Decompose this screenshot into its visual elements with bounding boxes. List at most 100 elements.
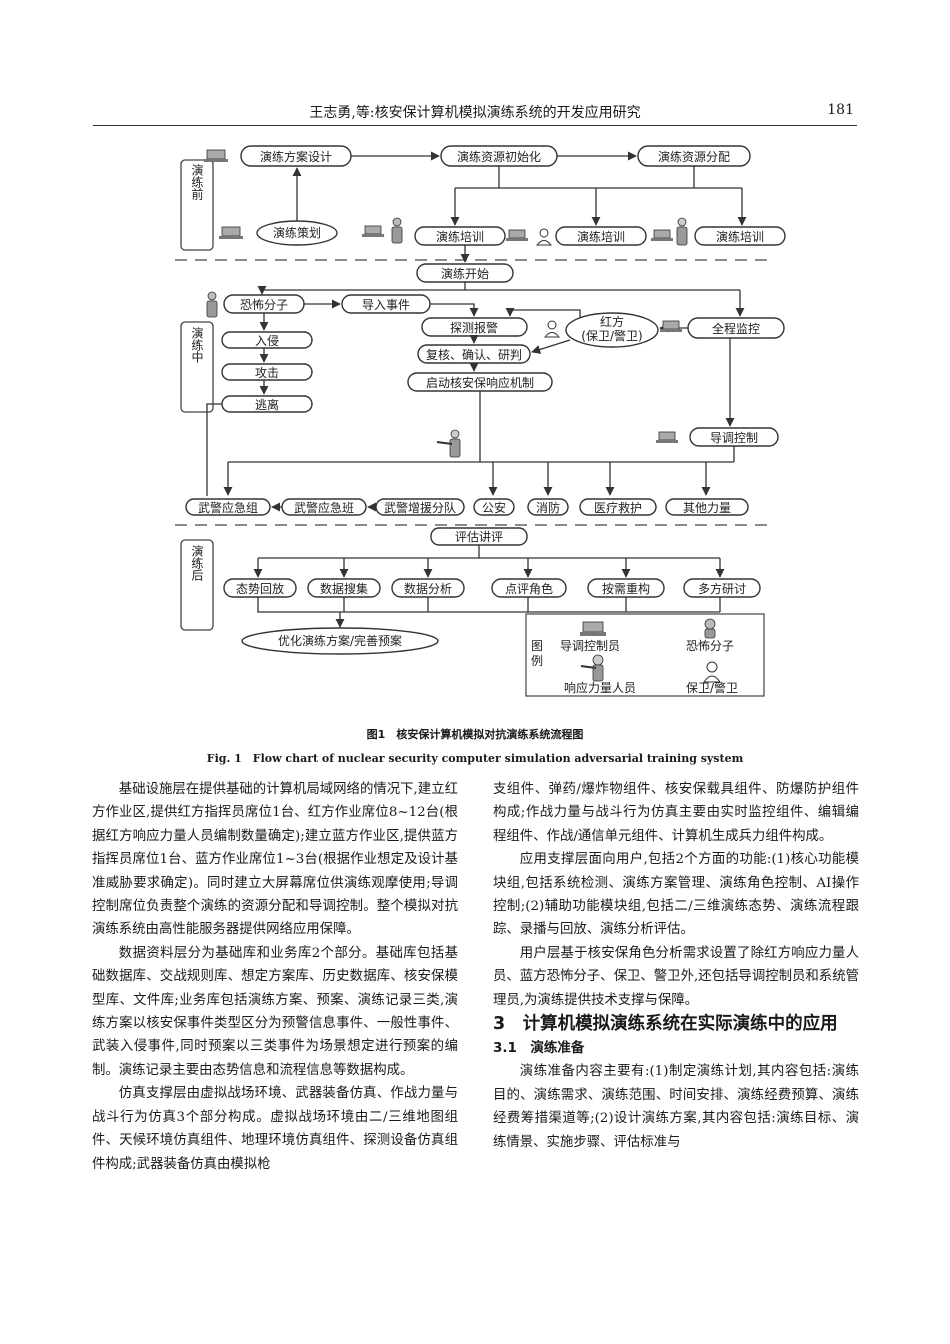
controller-icon: [362, 225, 384, 237]
subsection-title: 3.1 演练准备: [493, 1040, 585, 1057]
responder-icon: [436, 429, 461, 458]
node-training-3: [694, 226, 786, 246]
legend-controller-icon: [580, 621, 606, 636]
paragraph-simulation-cont: 支组件、弹药/爆炸物组件、核安保载具组件、防爆防护组件构成;作战力量与战斗行为仿…: [493, 782, 859, 844]
paragraph-user-layer: 用户层基于核安保角色分析需求设置了除红方响应力量人员、蓝方恐怖分子、保卫、警卫外…: [493, 945, 859, 1008]
node-invade: [221, 331, 313, 349]
header-rule: [93, 125, 857, 126]
stage-during-box: [180, 321, 214, 413]
node-training-3-label: 演练培训: [716, 229, 764, 244]
node-evaluation-label: 评估讲评: [455, 529, 503, 544]
flowchart: 演练前 演练中 演练后 演练方案设计 演练资源初始化 演练资源分配 演练策划 演…: [175, 145, 786, 697]
node-optimize-plan-label: 优化演练方案/完善预案: [278, 633, 402, 648]
figure-caption-en: Fig. 1 Flow chart of nuclear security co…: [206, 752, 744, 765]
body-right-column: 支组件、弹药/爆炸物组件、核安保载具组件、防爆防护组件构成;作战力量与战斗行为仿…: [493, 778, 859, 1154]
legend-box: [525, 613, 765, 697]
arrow-red-to-review: [531, 339, 571, 354]
node-training-2: [555, 226, 647, 246]
node-red-side: [565, 312, 659, 348]
arrow-red-to-detect: [505, 307, 581, 318]
page-number: 181: [827, 102, 854, 118]
node-attack: [221, 363, 313, 381]
node-armed-police-reinforce-label: 武警增援分队: [384, 500, 456, 515]
node-medical-label: 医疗救护: [594, 500, 642, 515]
controller-icon: [219, 226, 243, 239]
legend-responder-icon: [580, 654, 604, 682]
legend-title-2: 例: [531, 654, 543, 668]
node-role-comment: [491, 578, 567, 598]
stage-during-label: 演练中: [190, 326, 204, 363]
node-start-response-label: 启动核安保响应机制: [426, 375, 534, 390]
controller-icon: [506, 229, 528, 241]
node-training-1: [414, 226, 506, 246]
figure-caption-cn: 图1 核安保计算机模拟对抗演练系统流程图: [366, 728, 584, 741]
controller-icon: [660, 320, 682, 332]
arrow-import-to-detect: [430, 303, 479, 317]
node-other-forces-label: 其他力量: [683, 501, 731, 515]
paragraph-app-support: 应用支撑层面向用户,包括2个方面的功能:(1)核心功能模块组,包括系统检测、演练…: [493, 852, 859, 938]
terrorist-icon: [391, 217, 403, 244]
stage-after-label: 演练后: [190, 544, 204, 581]
legend-controller-label: 导调控制员: [560, 639, 620, 653]
node-situation-replay: [223, 578, 297, 598]
node-other-forces: [665, 498, 749, 516]
paragraph-infrastructure: 基础设施层在提供基础的计算机局域网络的情况下,建立红方作业区,提供红方指挥员席位…: [92, 782, 458, 938]
node-planning-label: 演练策划: [273, 225, 321, 240]
node-armed-police-emergency-group: [185, 498, 271, 516]
node-attack-label: 攻击: [255, 366, 279, 380]
controller-icon: [656, 431, 678, 443]
controller-icon: [651, 229, 673, 241]
node-armed-police-emergency-squad-label: 武警应急班: [294, 500, 354, 515]
legend-terrorist-icon: [704, 618, 716, 639]
node-terrorist-label: 恐怖分子: [240, 297, 288, 312]
guard-icon: [535, 228, 553, 246]
node-medical: [579, 498, 657, 516]
stage-before-label: 演练前: [190, 163, 204, 200]
node-armed-police-emergency-group-label: 武警应急组: [198, 500, 258, 515]
stage-before-box: [180, 159, 214, 251]
legend-responder-label: 响应力量人员: [564, 680, 636, 695]
guard-icon: [543, 320, 561, 338]
node-drill-start-label: 演练开始: [441, 266, 489, 281]
node-resource-init-label: 演练资源初始化: [457, 149, 541, 164]
node-red-side-label-2: (保卫/警卫): [581, 328, 642, 343]
node-red-side-label-1: 红方: [600, 314, 624, 329]
node-import-event-label: 导入事件: [362, 298, 410, 312]
node-resource-alloc-label: 演练资源分配: [658, 149, 730, 164]
link-escape-to-bus: [206, 403, 222, 496]
node-role-comment-label: 点评角色: [505, 582, 553, 596]
node-invade-label: 入侵: [255, 333, 279, 348]
section-title: 3 计算机模拟演练系统在实际演练中的应用: [493, 1014, 838, 1035]
node-detect-alarm-label: 探测报警: [450, 320, 498, 335]
drill-start-branches: [262, 282, 740, 291]
node-escape-label: 逃离: [255, 397, 279, 412]
node-fire: [527, 498, 569, 516]
node-fire-label: 消防: [536, 500, 560, 515]
node-full-monitor-label: 全程监控: [712, 321, 760, 336]
paragraph-preparation: 演练准备内容主要有:(1)制定演练计划,其内容包括:演练目的、演练需求、演练范围…: [493, 1064, 859, 1150]
node-training-1-label: 演练培训: [436, 229, 484, 244]
paragraph-simulation-layer: 仿真支撑层由虚拟战场环境、武器装备仿真、作战力量与战斗行为仿真3个部分构成。虚拟…: [92, 1086, 458, 1172]
node-public-security: [473, 498, 515, 516]
node-public-security-label: 公安: [482, 500, 506, 515]
controller-icon: [204, 149, 228, 162]
body-left-column: 基础设施层在提供基础的计算机局域网络的情况下,建立红方作业区,提供红方指挥员席位…: [92, 778, 458, 1176]
node-multi-discussion-label: 多方研讨: [698, 581, 746, 596]
node-multi-discussion: [683, 578, 761, 598]
legend-guard-label: 保卫/警卫: [686, 680, 738, 695]
node-on-demand-rebuild-label: 按需重构: [602, 581, 650, 596]
after-collect-bus: [257, 597, 721, 613]
terrorist-icon: [206, 291, 218, 318]
stage-after-box: [180, 539, 214, 631]
node-guide-control-label: 导调控制: [710, 431, 758, 445]
node-data-analysis-label: 数据分析: [404, 581, 452, 596]
evaluation-bus: [258, 545, 720, 559]
legend-terrorist-label: 恐怖分子: [686, 638, 734, 653]
responder-icon: [676, 217, 688, 246]
legend-guard-icon: [703, 661, 721, 683]
node-situation-replay-label: 态势回放: [236, 581, 284, 596]
node-review-label: 复核、确认、研判: [426, 348, 522, 362]
node-training-2-label: 演练培训: [577, 229, 625, 244]
legend-title-1: 图: [531, 639, 543, 653]
running-header: 王志勇,等:核安保计算机模拟演练系统的开发应用研究: [309, 105, 641, 121]
